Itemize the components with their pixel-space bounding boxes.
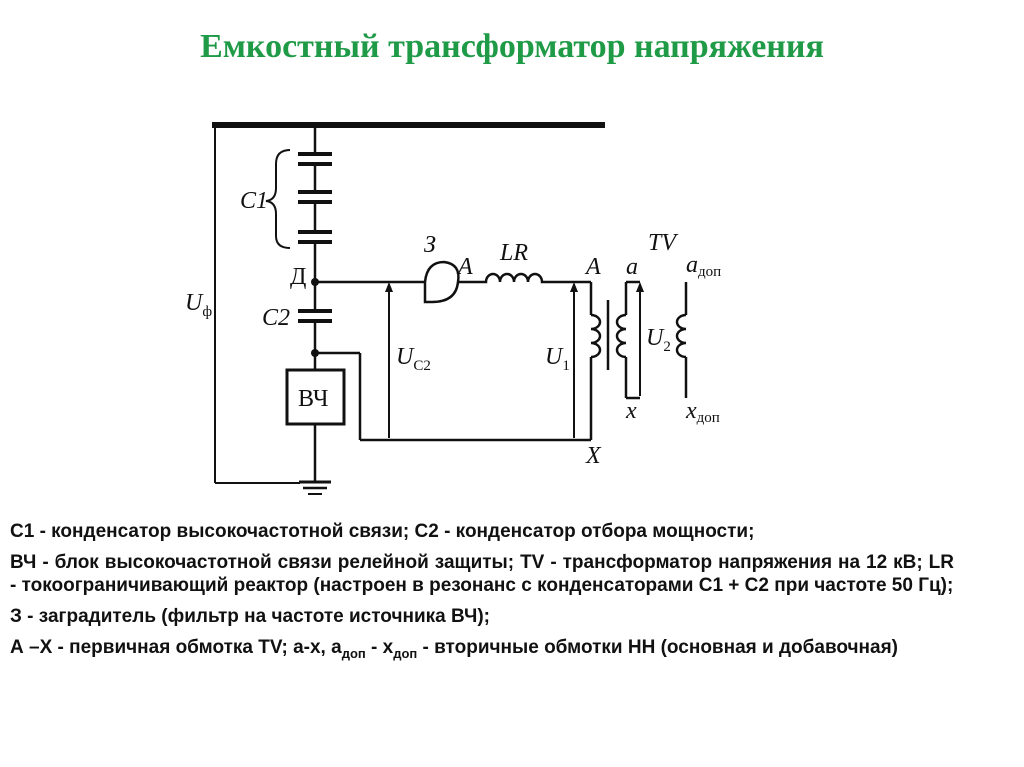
- tv-primary-winding: [590, 313, 602, 359]
- u1-arrow: [570, 282, 578, 438]
- z-blocking-filter: [423, 260, 460, 304]
- label-c1: C1: [240, 188, 268, 214]
- label-u-phase: Uф: [185, 290, 212, 320]
- vch-block: [285, 368, 346, 426]
- u-phase-measure: [214, 125, 300, 484]
- legend-line-4: А –Х - первичная обмотка TV; а-х, адоп -…: [10, 637, 898, 661]
- ground-symbol: [299, 480, 331, 495]
- label-x-primary: X: [585, 443, 602, 469]
- u-c2-arrow: [385, 282, 393, 438]
- label-a-after-z: A: [456, 254, 473, 280]
- label-a-primary: A: [584, 254, 601, 280]
- label-lr: LR: [499, 240, 528, 266]
- lr-reactor-coil: [482, 272, 591, 284]
- legend-line-2: ВЧ - блок высокочастотной связи релейной…: [10, 552, 954, 596]
- u2-arrow: [636, 282, 644, 396]
- page-title: Емкостный трансформатор напряжения: [200, 28, 824, 65]
- c1-capacitor-stack: [298, 125, 332, 282]
- tv-additional-winding: [675, 313, 687, 359]
- label-a-dop: aдоп: [686, 252, 721, 280]
- label-node-d: Д: [290, 264, 306, 290]
- label-a-secondary: a: [626, 254, 638, 280]
- legend-line-1: С1 - конденсатор высокочастотной связи; …: [10, 521, 755, 542]
- label-x-dop: xдоп: [685, 398, 720, 426]
- label-z: З: [424, 232, 436, 258]
- label-tv: TV: [648, 230, 678, 256]
- label-c2: C2: [262, 305, 290, 331]
- label-u1: U1: [545, 344, 570, 374]
- c1-brace: [265, 149, 291, 249]
- label-x-secondary: x: [625, 398, 637, 424]
- legend-block: С1 - конденсатор высокочастотной связи; …: [10, 520, 954, 673]
- c2-capacitor: [298, 282, 332, 370]
- tv-secondary-winding: [615, 313, 627, 359]
- legend-line-3: З - заградитель (фильтр на частоте источ…: [10, 606, 490, 627]
- label-u2: U2: [646, 325, 671, 355]
- label-vch: ВЧ: [298, 386, 328, 412]
- label-u-c2: UC2: [396, 344, 431, 374]
